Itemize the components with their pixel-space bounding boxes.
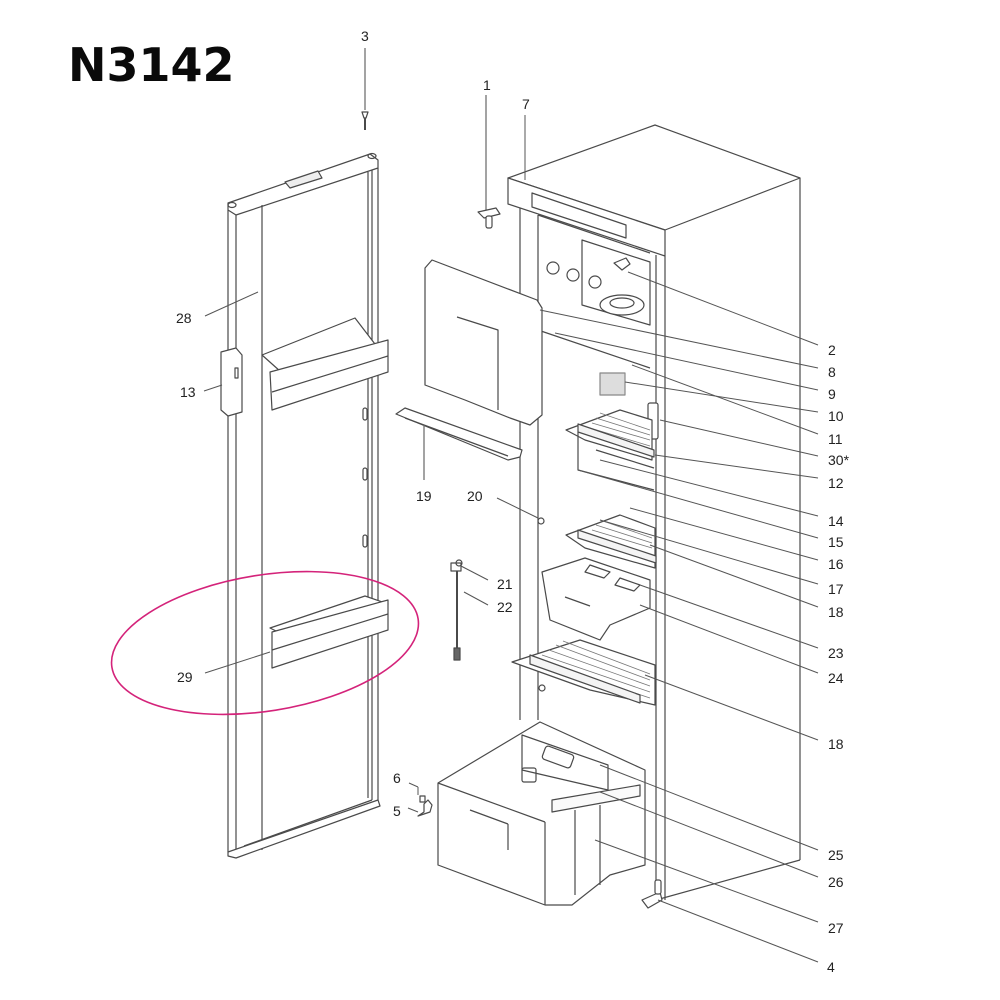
drip-tray-part	[395, 407, 523, 480]
wire-shelves	[511, 409, 657, 706]
part-label-p7: 7	[522, 96, 530, 112]
part-label-p2: 2	[828, 342, 836, 358]
part-label-p4: 4	[827, 959, 835, 975]
part-label-p16: 16	[828, 556, 844, 572]
part-label-p24: 24	[828, 670, 844, 686]
part-label-p28: 28	[176, 310, 192, 326]
part-label-p22: 22	[497, 599, 513, 615]
highlight-ellipse	[110, 570, 420, 716]
leader-lines	[203, 115, 819, 963]
part-label-p6: 6	[393, 770, 401, 786]
part-label-p17: 17	[828, 581, 844, 597]
screw-part	[361, 48, 369, 130]
part-label-p21: 21	[497, 576, 513, 592]
part-label-p29: 29	[177, 669, 193, 685]
part-label-p27: 27	[828, 920, 844, 936]
part-label-p9: 9	[828, 386, 836, 402]
part-label-p13: 13	[180, 384, 196, 400]
part-label-p19: 19	[416, 488, 432, 504]
part-label-p25: 25	[828, 847, 844, 863]
part-label-p5: 5	[393, 803, 401, 819]
fridge-cabinet	[507, 124, 801, 901]
top-hinge-part	[477, 95, 501, 229]
sensor-part	[450, 559, 463, 661]
part-label-p10: 10	[828, 408, 844, 424]
part-label-p18b: 18	[828, 736, 844, 752]
part-label-p15: 15	[828, 534, 844, 550]
part-label-p12: 12	[828, 475, 844, 491]
part-label-p30: 30*	[828, 452, 850, 468]
part-label-p8: 8	[828, 364, 836, 380]
part-label-p1: 1	[483, 77, 491, 93]
part-label-p3: 3	[361, 28, 369, 44]
part-label-p23: 23	[828, 645, 844, 661]
model-title: N3142	[68, 38, 235, 92]
part-label-p26: 26	[828, 874, 844, 890]
part-label-p14: 14	[828, 513, 844, 529]
part-label-p11: 11	[828, 431, 843, 447]
freezer-door-part	[424, 259, 543, 426]
part-label-p18a: 18	[828, 604, 844, 620]
crisper-drawer-part	[417, 721, 663, 909]
door-assembly	[220, 152, 389, 859]
part-label-p20: 20	[467, 488, 483, 504]
